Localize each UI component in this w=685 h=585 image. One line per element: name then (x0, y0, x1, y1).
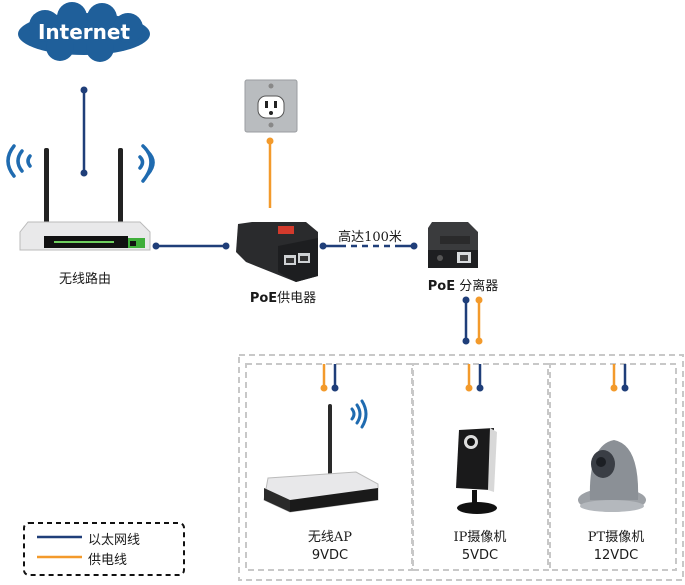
poe-splitter-icon (428, 222, 478, 268)
device-voltage-pt-camera: 12VDC (593, 548, 639, 563)
ip-camera-drop-cables (465, 364, 484, 392)
device-name-ap: 无线AP (307, 530, 353, 545)
device-name-ip-camera: IP摄像机 (453, 530, 507, 545)
internet-label: Internet (37, 20, 131, 44)
wireless-router-icon (19, 148, 151, 251)
injector-label-suffix: 供电器 (277, 291, 317, 306)
power-outlet-icon (244, 79, 298, 133)
cloud-icon (18, 2, 150, 62)
outlet-injector-cable (266, 137, 274, 208)
wifi-signal-icon (6, 144, 155, 183)
splitter-label: PoE 分离器 (418, 275, 508, 294)
splitter-label-suffix: 分离器 (455, 279, 499, 294)
splitter-label-prefix: PoE (427, 279, 456, 294)
ip-camera-icon (456, 428, 497, 514)
ap-wifi-icon (350, 399, 368, 429)
splitter-output-cables (462, 296, 483, 345)
device-voltage-ap: 9VDC (311, 548, 349, 563)
legend-frame (23, 522, 185, 576)
device-voltage-ip-camera: 5VDC (461, 548, 499, 563)
poe-injector-icon (236, 222, 318, 282)
injector-label-prefix: PoE (249, 291, 278, 306)
poe-link-cable (319, 242, 418, 250)
injector-label: PoE供电器 (238, 287, 328, 306)
internet-router-cable (80, 86, 88, 177)
legend-ethernet-label: 以太网线 (88, 533, 141, 548)
access-point-icon (263, 404, 379, 513)
ap-drop-cables (320, 364, 339, 392)
device-group-frame (238, 354, 684, 581)
link-distance-label: 高达100米 (338, 230, 402, 245)
ptz-camera-icon (578, 440, 646, 512)
pt-camera-drop-cables (610, 364, 629, 392)
device-name-pt-camera: PT摄像机 (587, 530, 645, 545)
router-injector-cable (152, 242, 230, 250)
legend-power-label: 供电线 (88, 553, 128, 568)
router-label: 无线路由 (58, 272, 111, 287)
device-box-ap (245, 363, 413, 571)
